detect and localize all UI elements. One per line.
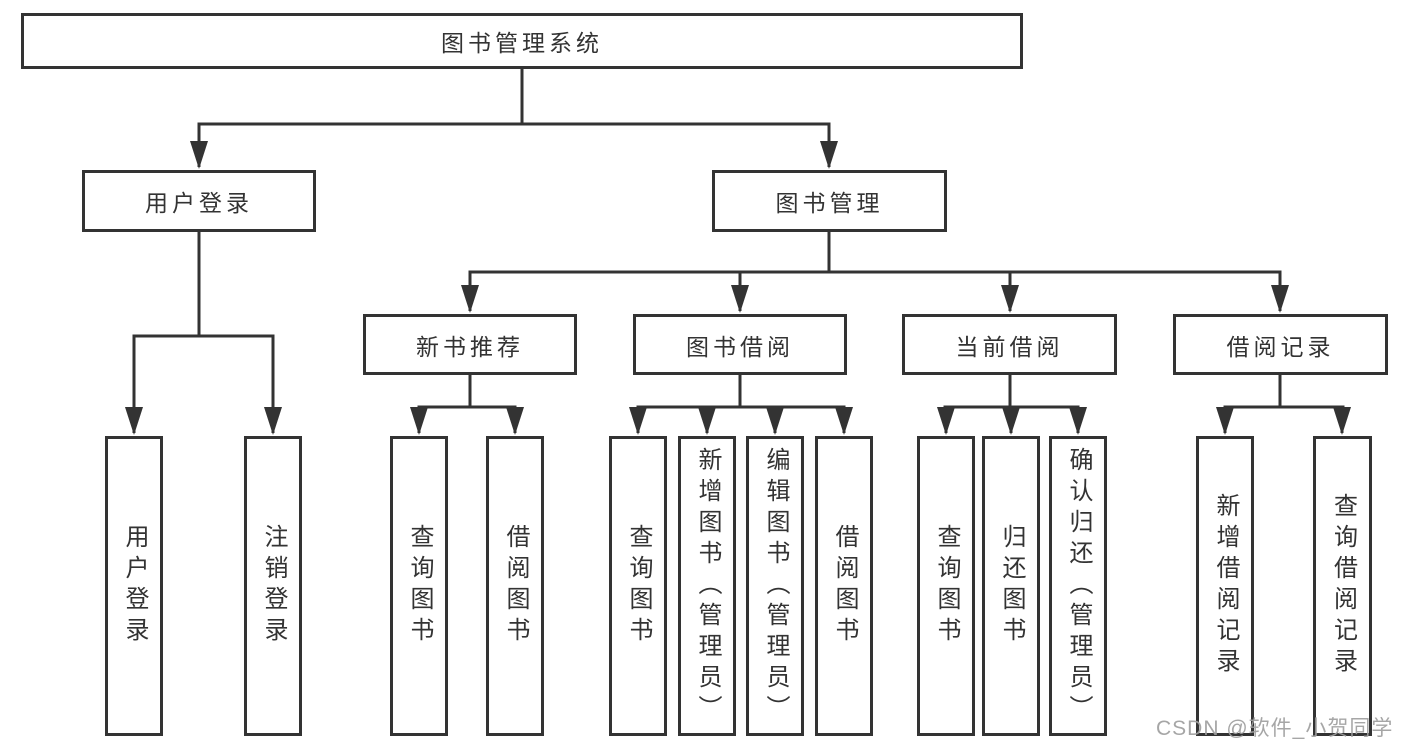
new-book-recommend-branch xyxy=(410,375,524,435)
node-library-system: 图书管理系统 xyxy=(21,13,1023,69)
leaf-query-borrow-record: 查询借阅记录 xyxy=(1313,436,1372,736)
leaf-borrow-books-label: 借阅图书 xyxy=(831,524,858,648)
node-user-login: 用户登录 xyxy=(82,170,316,232)
leaf-add-books-admin-label: 新增图书（管理员） xyxy=(694,446,721,726)
node-library-system-label: 图书管理系统 xyxy=(441,30,603,56)
leaf-user-login-label: 用户登录 xyxy=(121,524,148,648)
leaf-confirm-return-admin-label: 确认归还（管理员） xyxy=(1065,446,1092,726)
leaf-query-books-recommend-label: 查询图书 xyxy=(406,524,433,648)
book-borrow-branch xyxy=(629,375,853,435)
leaf-query-books-recommend: 查询图书 xyxy=(390,436,448,736)
leaf-query-borrow-record-label: 查询借阅记录 xyxy=(1329,493,1357,679)
csdn-watermark: CSDN @软件_小贺同学 xyxy=(1156,717,1394,740)
leaf-borrow-books-recommend-label: 借阅图书 xyxy=(502,524,529,648)
root-branch xyxy=(190,69,838,169)
leaf-query-books-borrow-label: 查询图书 xyxy=(625,524,652,648)
leaf-add-borrow-record-label: 新增借阅记录 xyxy=(1212,493,1239,679)
node-borrow-records-label: 借阅记录 xyxy=(1226,333,1335,360)
leaf-logout-label: 注销登录 xyxy=(260,524,287,648)
node-book-borrow-label: 图书借阅 xyxy=(686,333,794,360)
node-book-management-label: 图书管理 xyxy=(775,190,884,216)
leaf-query-books-borrow: 查询图书 xyxy=(609,436,667,736)
leaf-return-books-label: 归还图书 xyxy=(998,524,1025,648)
leaf-add-borrow-record: 新增借阅记录 xyxy=(1196,436,1254,736)
node-new-book-recommend: 新书推荐 xyxy=(363,314,577,375)
leaf-add-books-admin: 新增图书（管理员） xyxy=(678,436,736,736)
borrow-records-branch xyxy=(1216,375,1351,435)
leaf-query-books-current: 查询图书 xyxy=(917,436,975,736)
node-borrow-records: 借阅记录 xyxy=(1173,314,1388,375)
node-user-login-label: 用户登录 xyxy=(145,190,253,216)
current-borrow-branch xyxy=(937,375,1087,435)
leaf-edit-books-admin-label: 编辑图书（管理员） xyxy=(762,446,789,726)
leaf-confirm-return-admin: 确认归还（管理员） xyxy=(1049,436,1107,736)
book-management-branch xyxy=(461,232,1289,313)
node-current-borrow-label: 当前借阅 xyxy=(955,333,1064,360)
leaf-borrow-books: 借阅图书 xyxy=(815,436,873,736)
node-current-borrow: 当前借阅 xyxy=(902,314,1117,375)
leaf-logout: 注销登录 xyxy=(244,436,302,736)
leaf-query-books-current-label: 查询图书 xyxy=(933,524,960,648)
leaf-borrow-books-recommend: 借阅图书 xyxy=(486,436,544,736)
leaf-return-books: 归还图书 xyxy=(982,436,1040,736)
node-new-book-recommend-label: 新书推荐 xyxy=(416,333,524,360)
node-book-management: 图书管理 xyxy=(712,170,947,232)
node-book-borrow: 图书借阅 xyxy=(633,314,847,375)
leaf-edit-books-admin: 编辑图书（管理员） xyxy=(746,436,804,736)
user-login-branch xyxy=(125,232,282,435)
leaf-user-login: 用户登录 xyxy=(105,436,163,736)
